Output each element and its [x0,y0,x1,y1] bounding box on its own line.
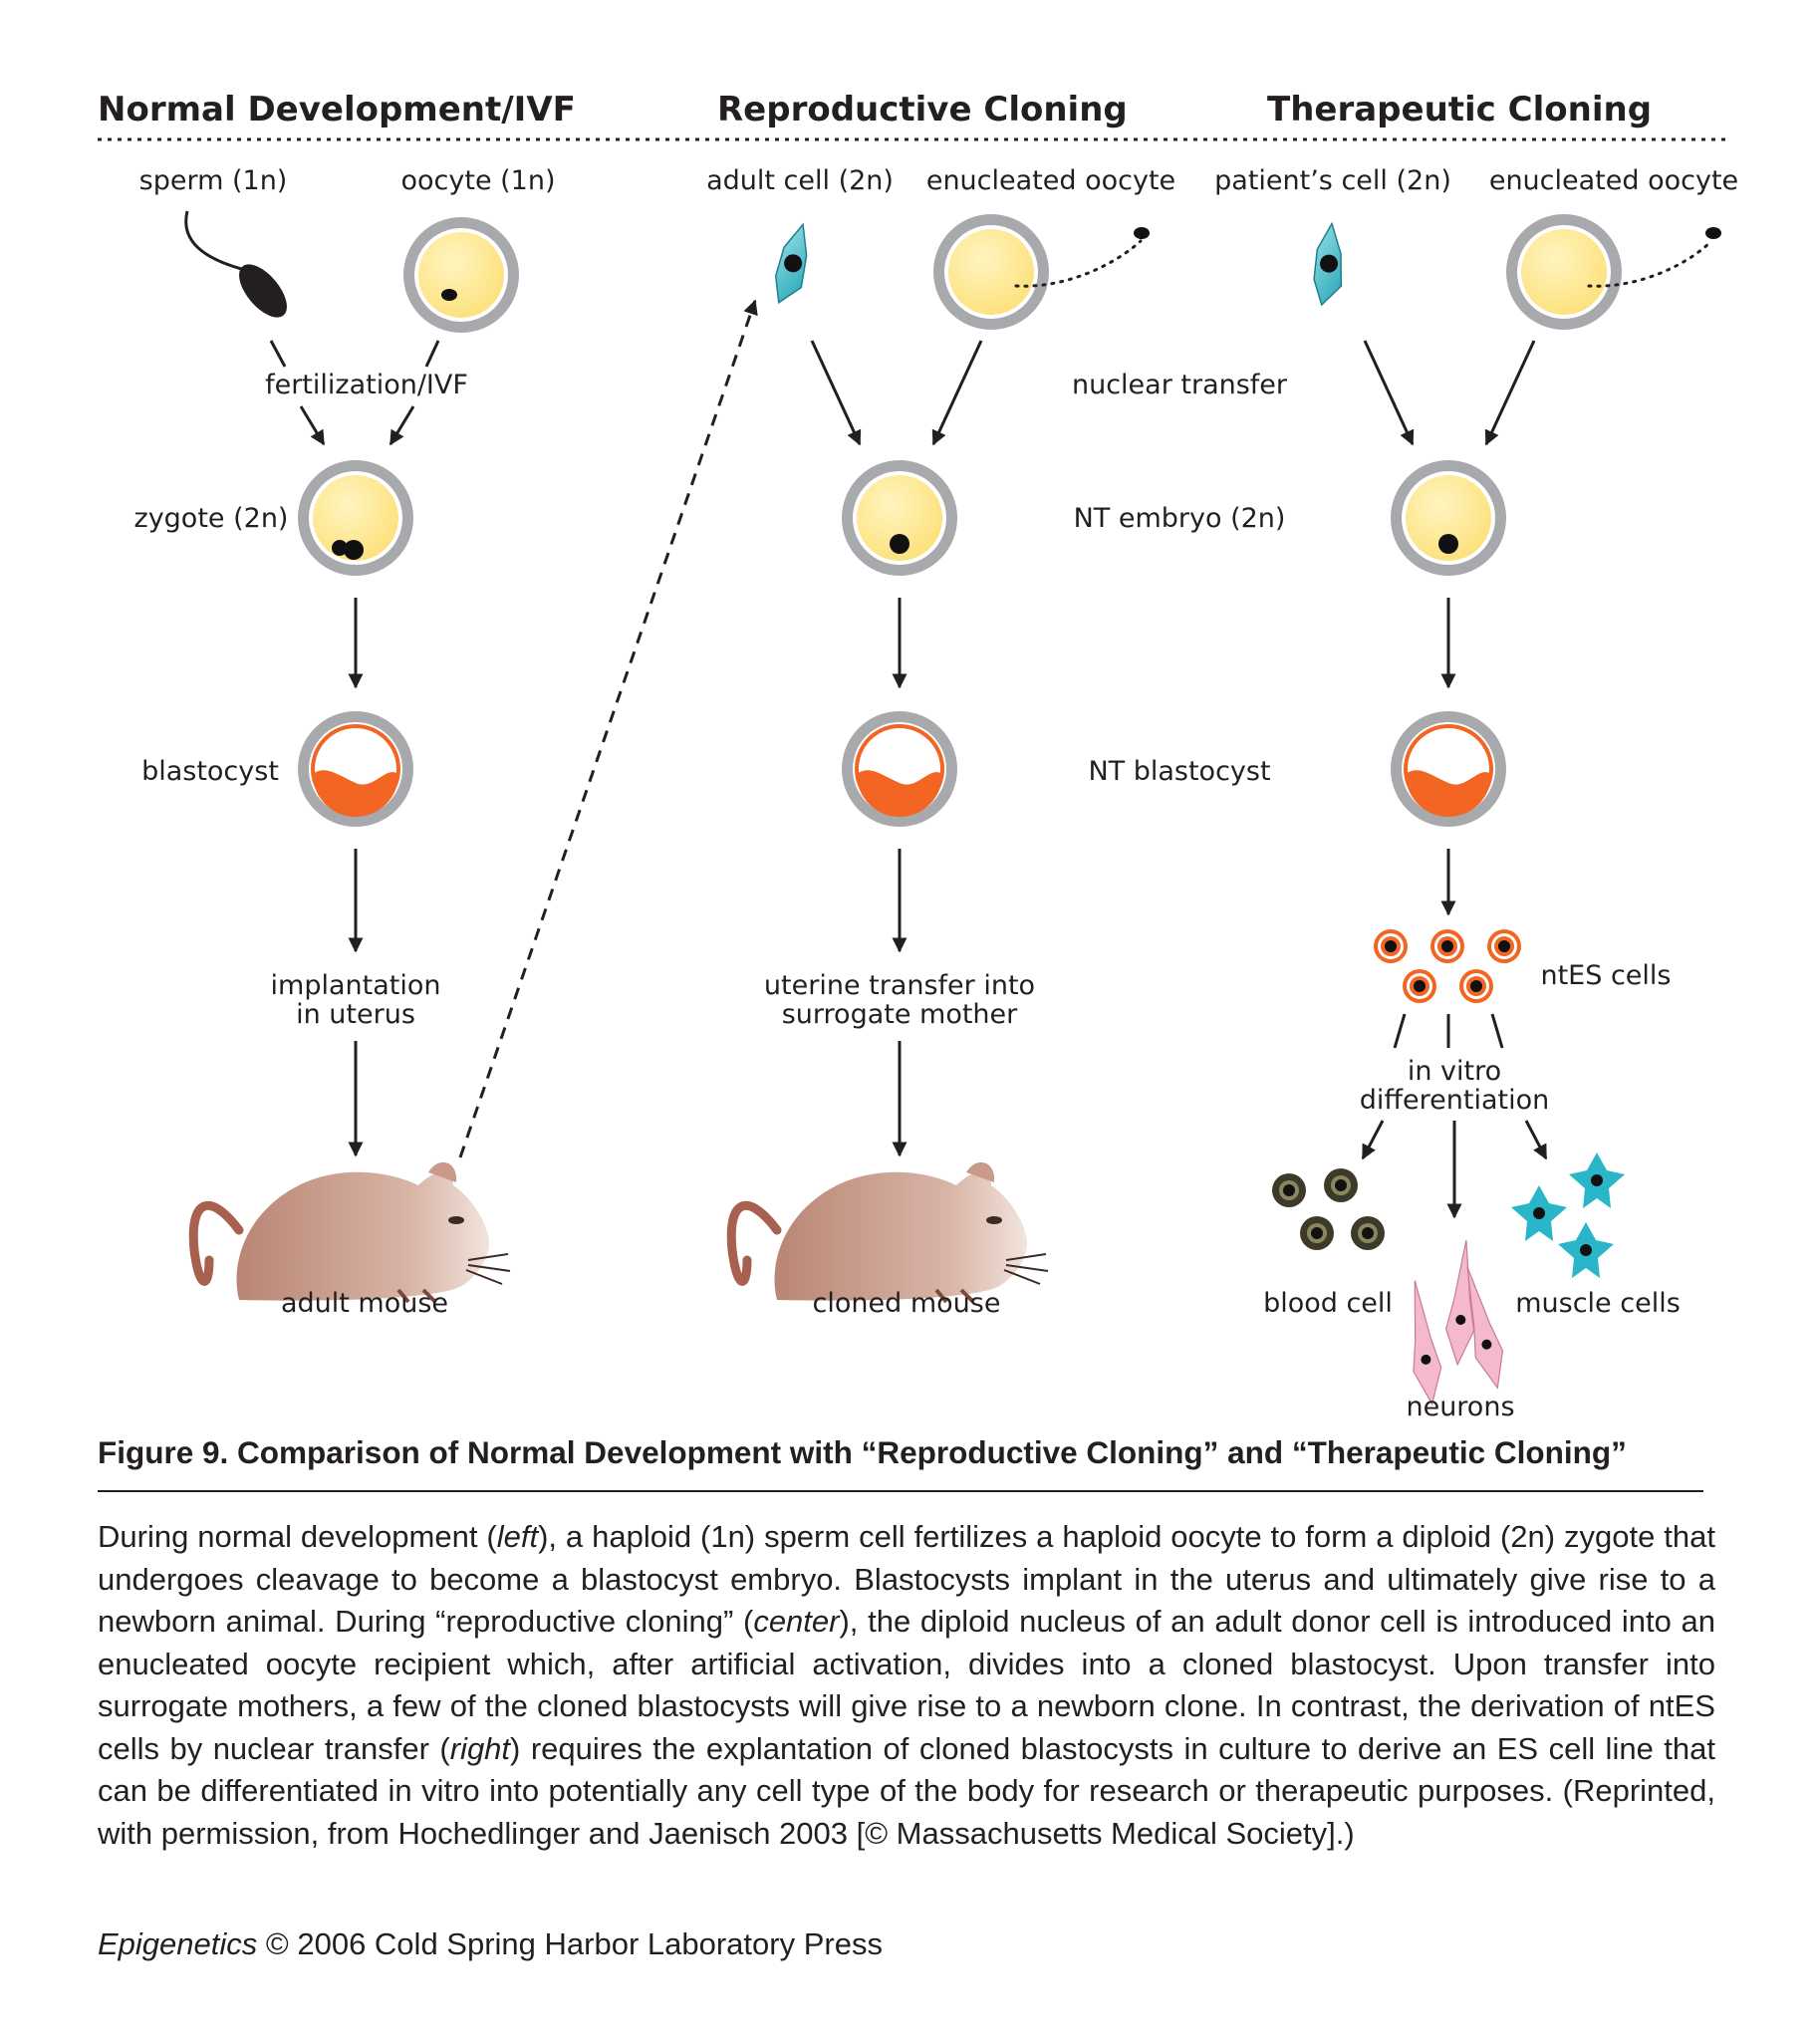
cloned-mouse-icon [731,1162,1048,1302]
nt-blastocyst-icon-thera [1389,709,1508,829]
cloning-diagram: Normal Development/IVF Reproductive Clon… [98,90,1738,1422]
label-blastocyst: blastocyst [141,756,279,787]
arrow-diff-right-top [1490,1013,1504,1049]
label-enucleated-oocyte-repro: enucleated oocyte [926,165,1175,196]
arrow-mouse-to-adult-cell [458,299,758,1158]
blood-cells-icon [1272,1168,1385,1250]
arrow-adult-cell-to-embryo [810,340,862,446]
credit-text: © 2006 Cold Spring Harbor Laboratory Pre… [257,1926,883,1961]
arrow-oocyte-to-embryo-thera [1484,340,1536,446]
arrow-diff-left-top [1393,1013,1407,1049]
removed-nucleus-thera [1705,227,1721,239]
label-adult-mouse: adult mouse [281,1288,448,1319]
caption-text-4: ) requires the explantation of cloned bl… [98,1730,1715,1851]
oocyte-icon [403,217,519,333]
sperm-icon [184,210,287,318]
arrow-to-muscle-cells [1524,1120,1548,1160]
label-neurons: neurons [1406,1392,1514,1422]
caption-text-1: During normal development ( [98,1519,497,1554]
label-uterine-line1: uterine transfer into [764,970,1035,1001]
label-nt-blastocyst: NT blastocyst [1088,756,1270,787]
caption-em-left: left [496,1519,539,1554]
label-nuclear-transfer: nuclear transfer [1072,370,1288,400]
column-title-therapeutic: Therapeutic Cloning [1267,90,1652,129]
arrow-to-zygote-left [299,405,326,446]
caption-rule [98,1490,1703,1492]
zygote-icon [298,460,413,576]
arrow-to-zygote-right [389,405,415,446]
label-fertilization: fertilization/IVF [265,370,468,400]
label-implantation-line1: implantation [271,970,441,1001]
patient-cell-icon [1307,221,1353,309]
adult-cell-icon [764,220,823,310]
nt-blastocyst-icon-repro [840,709,959,829]
enucleation-path-repro [1014,239,1143,288]
label-muscle-cells: muscle cells [1515,1288,1681,1319]
figure-caption: During normal development (left), a hapl… [98,1516,1715,1855]
enucleated-oocyte-icon-thera [1506,214,1622,330]
label-oocyte: oocyte (1n) [401,165,556,196]
label-blood-cell: blood cell [1263,1288,1393,1319]
label-in-vitro-line1: in vitro [1408,1056,1501,1087]
label-patient-cell: patient’s cell (2n) [1214,165,1451,196]
label-nt-embryo: NT embryo (2n) [1074,503,1286,534]
nt-embryo-icon-thera [1391,460,1506,576]
label-uterine-line2: surrogate mother [782,999,1018,1030]
arrow-patient-cell-to-embryo [1363,340,1415,446]
blastocyst-icon [296,709,415,829]
label-enucleated-oocyte-thera: enucleated oocyte [1489,165,1738,196]
caption-em-right: right [449,1730,511,1766]
publisher-credit: Epigenetics © 2006 Cold Spring Harbor La… [98,1926,1715,1962]
figure-title: Figure 9. Comparison of Normal Developme… [98,1434,1627,1470]
adult-mouse-icon [193,1162,510,1302]
column-title-normal: Normal Development/IVF [98,90,576,129]
caption-text-3: ), the diploid nucleus of an adult donor… [98,1604,1715,1766]
arrow-sperm-dash [269,340,287,368]
label-in-vitro-line2: differentiation [1360,1085,1549,1116]
caption-text-2: ), a haploid (1n) sperm cell fertilizes … [98,1519,1715,1639]
ntes-cells-icon [1374,929,1521,1003]
enucleated-oocyte-icon-repro [933,214,1049,330]
arrow-oocyte-dash [424,340,440,368]
label-ntes-cells: ntES cells [1540,960,1671,991]
enucleation-path-thera [1587,239,1713,288]
caption-em-center: center [753,1604,840,1639]
label-zygote: zygote (2n) [134,503,289,534]
label-adult-cell: adult cell (2n) [706,165,894,196]
arrow-to-blood-cells [1361,1120,1385,1160]
nt-embryo-icon-repro [842,460,957,576]
credit-book-title: Epigenetics [98,1926,258,1961]
label-cloned-mouse: cloned mouse [813,1288,1001,1319]
column-title-reproductive: Reproductive Cloning [717,90,1128,129]
muscle-cells-icon [1511,1152,1625,1278]
neurons-icon [1400,1238,1512,1407]
removed-nucleus-repro [1134,227,1150,239]
arrow-oocyte-to-embryo [931,340,983,446]
label-implantation-line2: in uterus [296,999,415,1030]
label-sperm: sperm (1n) [139,165,288,196]
